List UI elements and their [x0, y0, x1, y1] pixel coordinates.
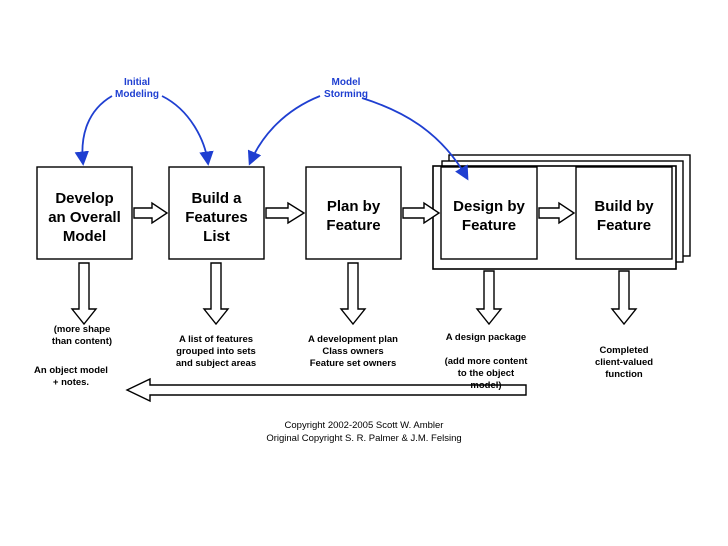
down-arrow-5: [610, 270, 638, 326]
modeling-arrows: [74, 95, 469, 181]
output-features-line3: and subject areas: [176, 358, 256, 369]
flow-arrow-3: [402, 201, 441, 225]
output-features-line2: grouped into sets: [176, 346, 256, 357]
copyright-notice: Copyright 2002-2005 Scott W. Ambler Orig…: [266, 420, 461, 444]
step-box-build-features-list: Build a Features List: [168, 166, 265, 260]
output-design-line4: to the object: [458, 368, 515, 379]
initial-modeling-label: Initial Modeling: [115, 77, 159, 100]
output-build-line1: Completed: [599, 345, 648, 356]
step-title-features-line2: Features: [185, 209, 248, 226]
output-features-line1: A list of features: [179, 334, 253, 345]
output-design-line3: (add more content: [445, 356, 529, 367]
output-note-plan: A development plan Class owners Feature …: [308, 334, 398, 369]
output-plan-line2: Class owners: [322, 346, 383, 357]
step-title-build-line1: Build by: [594, 198, 654, 215]
output-note-develop-model: (more shape than content) An object mode…: [34, 324, 112, 388]
initial-modeling-line1: Initial: [124, 77, 150, 88]
step-title-plan-line1: Plan by: [327, 198, 381, 215]
flow-arrow-2: [265, 201, 306, 225]
output-develop-line5: + notes.: [53, 377, 89, 388]
model-storming-line2: Storming: [324, 89, 368, 100]
output-note-design: A design package (add more content to th…: [445, 332, 529, 391]
copyright-line1: Copyright 2002-2005 Scott W. Ambler: [285, 420, 444, 431]
step-box-design-by-feature: Design by Feature: [440, 166, 538, 260]
flow-arrow-1: [133, 201, 169, 225]
output-develop-line2: than content): [52, 336, 112, 347]
output-design-line1: A design package: [446, 332, 526, 343]
down-arrow-3: [339, 262, 367, 326]
step-title-design-line2: Feature: [462, 217, 516, 234]
output-note-features-list: A list of features grouped into sets and…: [176, 334, 256, 369]
down-arrow-1: [70, 262, 98, 326]
initial-modeling-line2: Modeling: [115, 89, 159, 100]
step-title-build-line2: Feature: [597, 217, 651, 234]
down-arrow-4: [475, 270, 503, 326]
step-title-design-line1: Design by: [453, 198, 525, 215]
step-box-develop-model: Develop an Overall Model: [36, 166, 133, 260]
step-title-features-line3: List: [203, 228, 230, 245]
model-storming-line1: Model: [332, 77, 361, 88]
output-plan-line1: A development plan: [308, 334, 398, 345]
output-design-line5: model): [470, 380, 501, 391]
step-title-develop-line2: an Overall: [48, 209, 121, 226]
flow-arrow-4: [538, 201, 576, 225]
output-build-line2: client-valued: [595, 357, 653, 368]
step-title-develop-line1: Develop: [55, 190, 113, 207]
output-plan-line3: Feature set owners: [310, 358, 397, 369]
feedback-arrow: [125, 377, 527, 403]
step-title-plan-line2: Feature: [326, 217, 380, 234]
step-box-build-by-feature: Build by Feature: [575, 166, 673, 260]
down-arrow-2: [202, 262, 230, 326]
output-note-build: Completed client-valued function: [595, 345, 653, 380]
step-title-develop-line3: Model: [63, 228, 106, 245]
output-develop-line1: (more shape: [54, 324, 111, 335]
output-develop-line4: An object model: [34, 365, 108, 376]
model-storming-label: Model Storming: [324, 77, 368, 100]
step-title-features-line1: Build a: [191, 190, 242, 207]
output-build-line3: function: [605, 369, 643, 380]
step-box-plan-by-feature: Plan by Feature: [305, 166, 402, 260]
copyright-line2: Original Copyright S. R. Palmer & J.M. F…: [266, 433, 461, 444]
